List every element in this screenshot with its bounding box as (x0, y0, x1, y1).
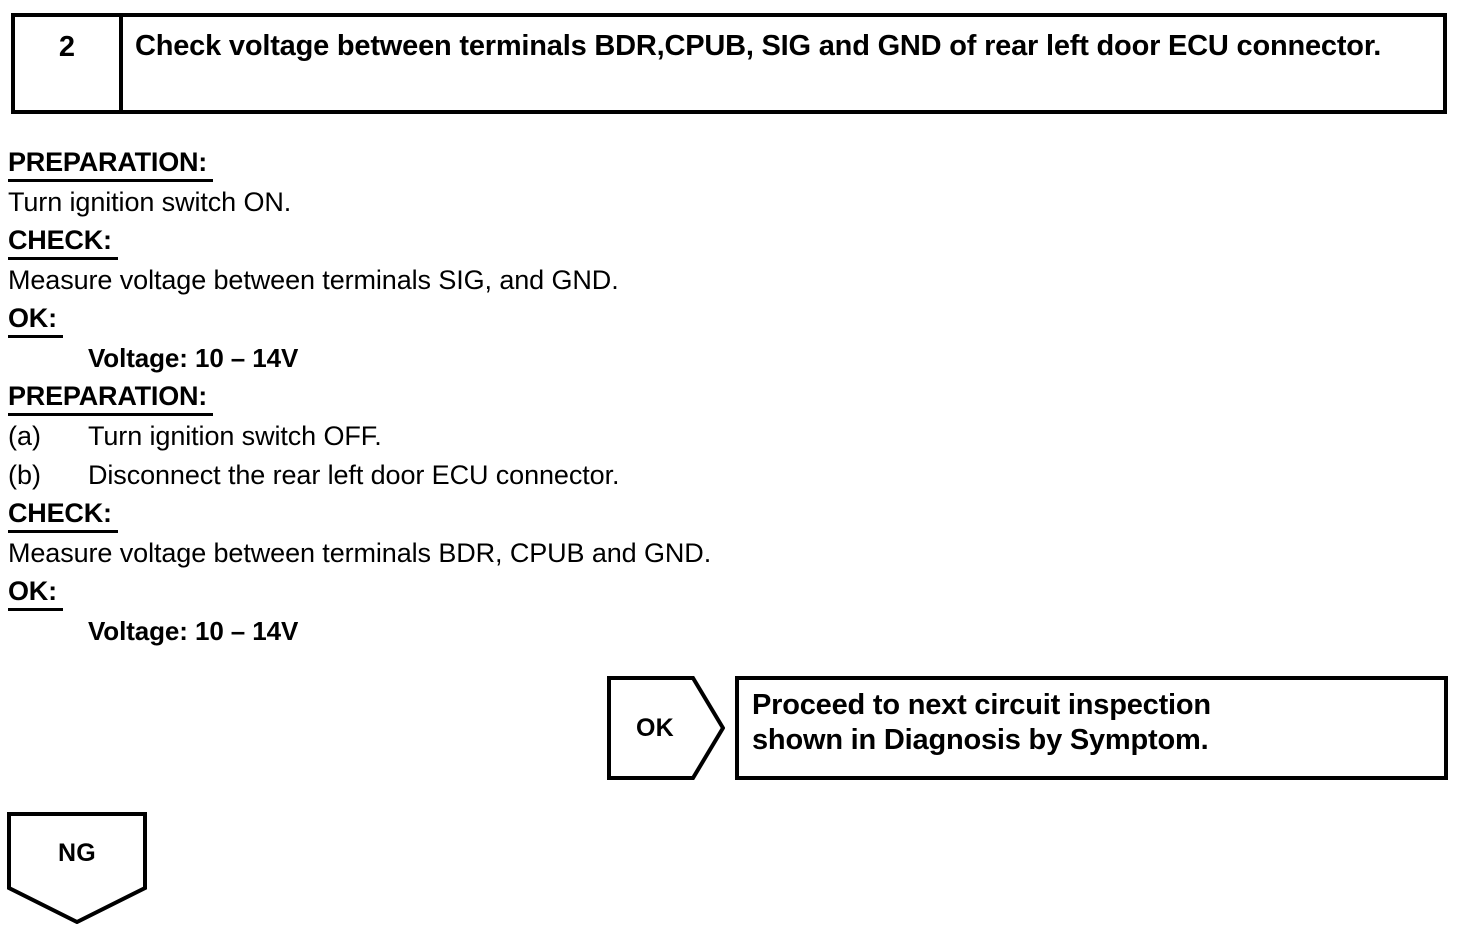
step-title: Check voltage between terminals BDR,CPUB… (135, 30, 1382, 62)
ng-flag-label: NG (57, 838, 97, 867)
check-heading-2: CHECK: (8, 495, 1448, 534)
check-step-text: Measure voltage between terminals SIG, a… (8, 265, 619, 295)
check-label: CHECK: (8, 223, 118, 261)
list-item-b-text: Disconnect the rear left door ECU connec… (88, 460, 620, 490)
ok-result-box: Proceed to next circuit inspection shown… (735, 676, 1448, 780)
ok-voltage-value: Voltage: 10 – 14V (88, 343, 299, 373)
ok-result-line-2: shown in Diagnosis by Symptom. (752, 724, 1209, 757)
ok-branch: OK Proceed to next circuit inspection sh… (607, 676, 1448, 780)
preparation-label: PREPARATION: (8, 379, 214, 417)
step-number-cell: 2 (15, 17, 123, 110)
ok-arrow-pentagon-icon (607, 676, 725, 780)
ok-label: OK: (8, 301, 63, 339)
list-marker-b: (b) (8, 460, 41, 490)
list-item-a-text: Turn ignition switch OFF. (88, 421, 382, 451)
preparation-heading-2: PREPARATION: (8, 378, 1448, 417)
ok-voltage-value: Voltage: 10 – 14V (88, 616, 299, 646)
ok-heading-1: OK: (8, 300, 1448, 339)
ok-result-line-1: Proceed to next circuit inspection (752, 689, 1211, 721)
preparation-item-a: (a) Turn ignition switch OFF. (8, 417, 1448, 456)
step-title-cell: Check voltage between terminals BDR,CPUB… (123, 17, 1443, 110)
check-text-2: Measure voltage between terminals BDR, C… (8, 534, 1448, 573)
preparation-heading-1: PREPARATION: (8, 144, 1448, 183)
ok-value-line-2: Voltage: 10 – 14V (8, 612, 1448, 651)
preparation-item-b: (b) Disconnect the rear left door ECU con… (8, 456, 1448, 495)
preparation-text-1: Turn ignition switch ON. (8, 183, 1448, 222)
preparation-step-text: Turn ignition switch ON. (8, 187, 292, 217)
check-label: CHECK: (8, 496, 118, 534)
step-number: 2 (58, 31, 76, 63)
ng-flag-arrow: NG (7, 812, 147, 924)
procedure-body: PREPARATION: Turn ignition switch ON. CH… (8, 144, 1448, 651)
ok-value-line-1: Voltage: 10 – 14V (8, 339, 1448, 378)
ok-flag-arrow: OK (607, 676, 725, 780)
check-step-text: Measure voltage between terminals BDR, C… (8, 538, 712, 568)
ng-arrow-pentagon-icon (7, 812, 147, 924)
preparation-label: PREPARATION: (8, 145, 214, 183)
check-heading-1: CHECK: (8, 222, 1448, 261)
ok-label: OK: (8, 574, 63, 612)
list-marker-a: (a) (8, 421, 41, 451)
ok-flag-label: OK (635, 713, 675, 742)
ok-heading-2: OK: (8, 573, 1448, 612)
check-text-1: Measure voltage between terminals SIG, a… (8, 261, 1448, 300)
step-header-table: 2 Check voltage between terminals BDR,CP… (11, 13, 1447, 114)
